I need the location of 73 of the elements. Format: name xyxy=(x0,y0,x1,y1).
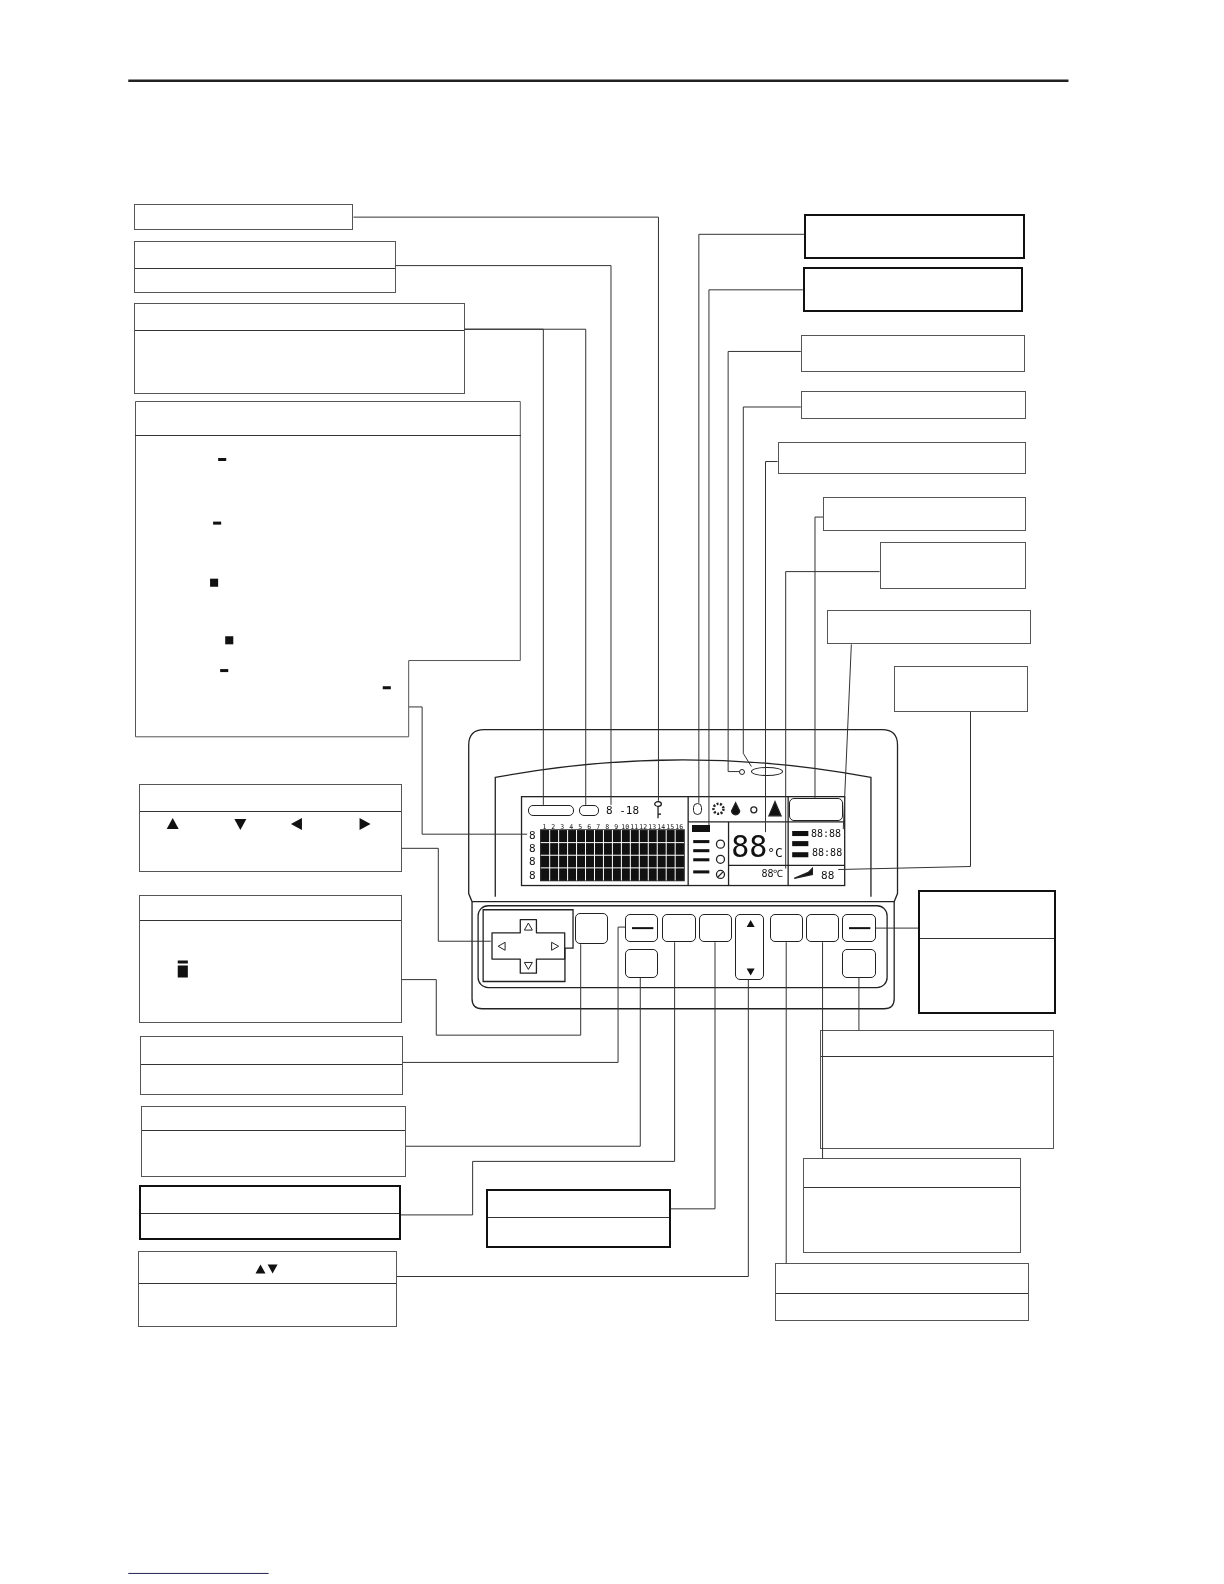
callout-box xyxy=(823,496,1027,532)
up-down-button xyxy=(735,913,765,980)
callout-box xyxy=(134,204,354,231)
temperature-digits: 88℃ xyxy=(761,868,784,879)
key-icon xyxy=(654,800,663,819)
callout-box xyxy=(820,1030,1055,1150)
leader-line xyxy=(814,516,824,799)
callout-box xyxy=(918,889,1057,1014)
leader-line xyxy=(785,941,787,1264)
callout-box xyxy=(485,1188,671,1249)
button xyxy=(769,913,803,943)
button xyxy=(625,913,659,943)
leader-line xyxy=(396,979,749,1277)
display-cell xyxy=(788,797,844,822)
callout-box xyxy=(777,442,1027,474)
segment-digit: 8 xyxy=(528,869,536,881)
leader-line xyxy=(858,977,860,1031)
button xyxy=(625,949,659,978)
callout-box xyxy=(803,214,1026,259)
leader-line xyxy=(708,289,804,826)
code-digits: 88 xyxy=(821,869,835,881)
callout-box xyxy=(138,1251,397,1327)
callout-box xyxy=(827,609,1032,645)
leader-line xyxy=(400,941,676,1216)
callout-box xyxy=(800,390,1027,420)
leader-line xyxy=(401,943,582,1036)
callout-box xyxy=(893,665,1029,712)
leader-line xyxy=(837,711,971,870)
callout-box xyxy=(134,302,465,394)
clock-digits: 88:88 xyxy=(812,847,843,859)
leader-line xyxy=(352,216,659,802)
lcd-digits: 8 -18 xyxy=(605,804,640,816)
segment-digit: 8 xyxy=(528,856,536,868)
button xyxy=(805,913,840,943)
callout-box xyxy=(140,1036,403,1095)
button xyxy=(662,913,696,943)
leader-line xyxy=(408,706,528,835)
segment-frame xyxy=(578,804,599,816)
leader-line xyxy=(395,265,612,806)
button xyxy=(698,913,733,943)
leader-line xyxy=(785,571,881,869)
leader-line xyxy=(464,328,587,806)
callout-box xyxy=(141,1105,406,1177)
segment-digit: 8 xyxy=(528,843,536,855)
segment-digit: 8 xyxy=(528,830,536,842)
leader-line xyxy=(405,977,641,1147)
controller-drawing xyxy=(467,729,898,1010)
clock-digits: 88:88 xyxy=(810,829,842,840)
leader-line xyxy=(727,350,802,773)
callout-box xyxy=(802,266,1023,313)
leader-line xyxy=(670,941,716,1210)
callout-box xyxy=(134,241,396,293)
level-bar xyxy=(691,825,710,833)
leader-line xyxy=(822,941,824,1159)
leader-line xyxy=(698,233,805,804)
callout-box xyxy=(774,1263,1030,1321)
leader-line xyxy=(742,406,802,767)
unit-text: °C xyxy=(767,846,783,860)
direction-pad xyxy=(490,919,566,974)
button xyxy=(842,949,876,978)
leader-line xyxy=(402,926,626,1063)
button xyxy=(574,912,608,945)
leader-line xyxy=(401,847,492,942)
button xyxy=(842,913,876,943)
callout-box xyxy=(879,542,1027,589)
segment-frame xyxy=(528,804,574,816)
callout-box xyxy=(800,335,1026,372)
leader-line xyxy=(875,927,919,929)
leader-line xyxy=(842,643,852,830)
leader-line xyxy=(765,461,779,833)
temperature-digits: 88 xyxy=(731,832,768,863)
callout-box xyxy=(802,1158,1021,1254)
callout-box xyxy=(139,1184,401,1241)
